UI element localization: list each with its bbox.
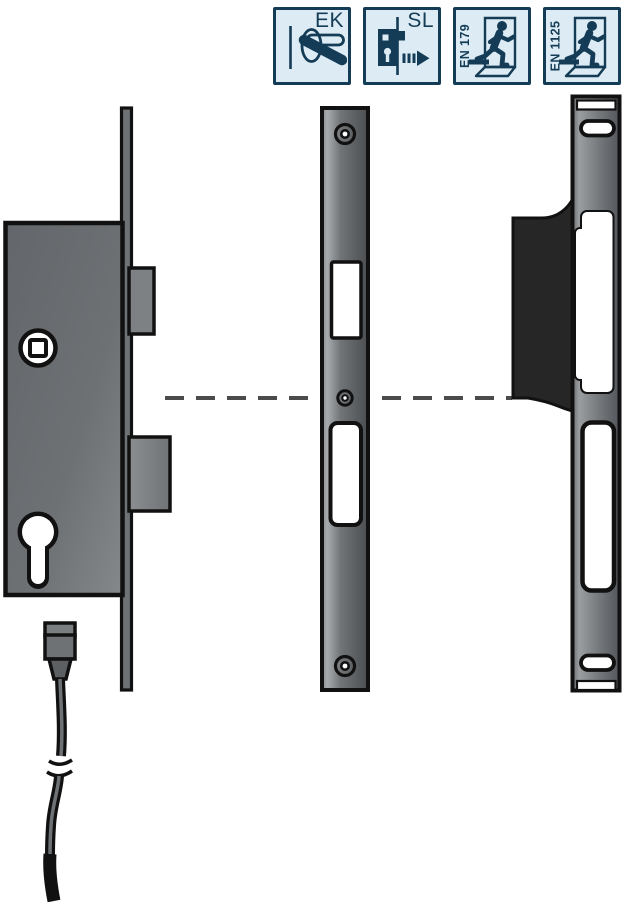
- cable-break-mark: [46, 758, 73, 778]
- cable: [43, 678, 73, 902]
- cable-end-sleeve: [43, 853, 61, 902]
- faceplate-screw-top: [333, 122, 357, 146]
- strike-plate-top-screw-slot: [579, 119, 616, 138]
- badge-en1125: EN 1125: [543, 7, 621, 85]
- strike-plate-latch-cutout: [574, 210, 615, 394]
- faceplate-latch-cutout: [329, 260, 363, 340]
- badge-ek-label: EK: [314, 9, 344, 32]
- self-locking-lock-arrow-icon: [378, 17, 430, 75]
- faceplate-screw-center: [336, 389, 354, 407]
- cable-connector: [43, 621, 77, 681]
- certification-badge-row: EK SL: [273, 7, 621, 85]
- faceplate-screw-bottom: [333, 654, 357, 678]
- strike-plate-bottom-screw-slot: [579, 653, 616, 672]
- deadbolt: [127, 435, 172, 513]
- strike-plate-assembly: [511, 94, 622, 693]
- badge-sl-label: SL: [407, 9, 434, 32]
- flat-faceplate: [320, 106, 370, 692]
- faceplate-deadbolt-cutout: [328, 421, 363, 527]
- badge-en179: EN 179: [453, 7, 531, 85]
- euro-cylinder-hole: [17, 511, 59, 589]
- latch-bolt: [127, 266, 156, 336]
- badge-ek: EK: [273, 7, 351, 85]
- lever-handle-icon: [289, 26, 347, 69]
- mortise-lock-assembly: [3, 106, 172, 902]
- strike-plate-bottom-bend-slot: [575, 679, 617, 692]
- strike-box: [511, 183, 578, 414]
- strike-plate-top-bend-slot: [575, 99, 617, 111]
- badge-sl: SL: [363, 7, 441, 85]
- strike-plate-deadbolt-cutout: [580, 420, 617, 593]
- panic-exit-running-man-icon: [559, 16, 607, 78]
- emergency-exit-running-man-icon: [469, 16, 517, 78]
- spindle-follower: [18, 328, 58, 368]
